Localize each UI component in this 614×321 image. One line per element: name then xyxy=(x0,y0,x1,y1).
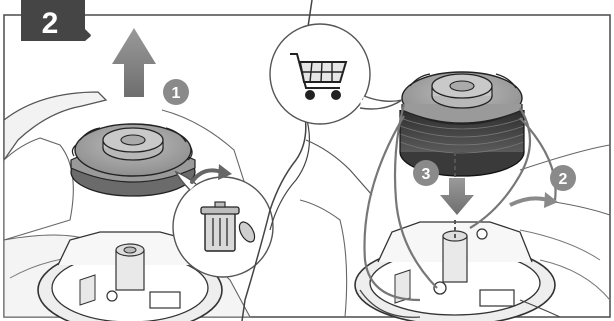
callout-1-label: 1 xyxy=(172,85,181,102)
callout-3-label: 3 xyxy=(422,166,431,183)
old-spool xyxy=(71,124,195,196)
step-badge: 2 xyxy=(21,0,91,41)
step-number: 2 xyxy=(42,7,59,40)
callout-2-label: 2 xyxy=(559,171,568,188)
callout-2: 2 xyxy=(550,165,576,191)
new-spool xyxy=(400,72,524,176)
callout-1: 1 xyxy=(163,79,189,105)
callout-3: 3 xyxy=(413,160,439,186)
